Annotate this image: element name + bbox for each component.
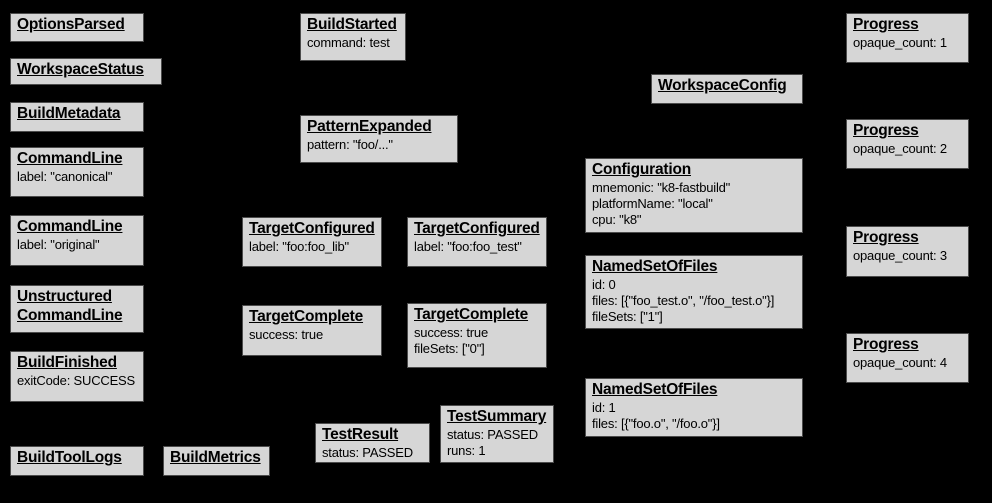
node-progress-4: Progress opaque_count: 4	[846, 333, 969, 383]
node-progress-2: Progress opaque_count: 2	[846, 119, 969, 169]
node-field: files: [{"foo.o", "/foo.o"}]	[592, 416, 720, 432]
node-title: BuildStarted	[307, 16, 397, 33]
node-title: TestSummary	[447, 408, 547, 425]
node-title: CommandLine	[17, 150, 123, 167]
node-command-line-original: CommandLine label: "original"	[10, 215, 144, 266]
node-title: Unstructured CommandLine	[17, 288, 123, 324]
node-title: OptionsParsed	[17, 16, 125, 33]
node-configuration: Configuration mnemonic: "k8-fastbuild" p…	[585, 158, 803, 233]
node-field: exitCode: SUCCESS	[17, 372, 135, 388]
node-title: TargetComplete	[249, 308, 364, 325]
node-title: TestResult	[322, 426, 399, 443]
node-title: TargetComplete	[414, 306, 529, 323]
node-build-metrics: BuildMetrics	[163, 446, 270, 476]
node-target-configured-foo-test: TargetConfigured label: "foo:foo_test"	[407, 217, 547, 267]
node-title: PatternExpanded	[307, 118, 432, 135]
node-field: opaque_count: 4	[853, 354, 947, 370]
node-workspace-config: WorkspaceConfig	[651, 74, 803, 104]
node-field: files: [{"foo_test.o", "/foo_test.o"}]	[592, 293, 775, 309]
node-target-complete-foo-test: TargetComplete success: true fileSets: […	[407, 303, 547, 368]
node-field: pattern: "foo/..."	[307, 136, 393, 152]
node-field: platformName: "local"	[592, 196, 713, 212]
node-title: BuildMetadata	[17, 105, 121, 122]
node-field: opaque_count: 2	[853, 140, 947, 156]
node-title: BuildMetrics	[170, 449, 261, 466]
node-title: Configuration	[592, 161, 691, 178]
node-command-line-canonical: CommandLine label: "canonical"	[10, 147, 144, 197]
node-field: label: "canonical"	[17, 168, 113, 184]
node-progress-1: Progress opaque_count: 1	[846, 13, 969, 63]
node-field: status: PASSED	[322, 444, 413, 460]
node-field: opaque_count: 3	[853, 247, 947, 263]
node-workspace-status: WorkspaceStatus	[10, 58, 162, 85]
node-title: Progress	[853, 229, 919, 246]
node-title: BuildToolLogs	[17, 449, 122, 466]
node-build-started: BuildStarted command: test	[300, 13, 406, 61]
node-build-finished: BuildFinished exitCode: SUCCESS	[10, 351, 144, 402]
node-target-complete-foo-lib: TargetComplete success: true	[242, 305, 382, 356]
node-field: opaque_count: 1	[853, 34, 947, 50]
node-field: id: 1	[592, 399, 616, 415]
node-target-configured-foo-lib: TargetConfigured label: "foo:foo_lib"	[242, 217, 382, 267]
node-build-tool-logs: BuildToolLogs	[10, 446, 144, 476]
node-field: success: true	[414, 324, 488, 340]
node-title: TargetConfigured	[414, 220, 540, 237]
node-build-metadata: BuildMetadata	[10, 102, 144, 132]
node-title: BuildFinished	[17, 354, 117, 371]
node-title: Progress	[853, 16, 919, 33]
node-field: success: true	[249, 326, 323, 342]
node-named-set-of-files-1: NamedSetOfFiles id: 1 files: [{"foo.o", …	[585, 378, 803, 437]
node-options-parsed: OptionsParsed	[10, 13, 144, 42]
node-field: status: PASSED	[447, 426, 538, 442]
node-title: CommandLine	[17, 218, 123, 235]
node-field: runs: 1	[447, 443, 486, 459]
node-unstructured-command-line: Unstructured CommandLine	[10, 285, 144, 333]
node-pattern-expanded: PatternExpanded pattern: "foo/..."	[300, 115, 458, 163]
node-test-summary: TestSummary status: PASSED runs: 1	[440, 405, 554, 463]
node-field: label: "foo:foo_lib"	[249, 238, 349, 254]
node-field: id: 0	[592, 276, 616, 292]
node-title: WorkspaceStatus	[17, 61, 144, 78]
node-progress-3: Progress opaque_count: 3	[846, 226, 969, 277]
node-field: fileSets: ["1"]	[592, 309, 663, 325]
node-title: NamedSetOfFiles	[592, 381, 718, 398]
node-field: label: "original"	[17, 236, 100, 252]
node-named-set-of-files-0: NamedSetOfFiles id: 0 files: [{"foo_test…	[585, 255, 803, 329]
node-title: NamedSetOfFiles	[592, 258, 718, 275]
node-field: fileSets: ["0"]	[414, 341, 485, 357]
node-title: WorkspaceConfig	[658, 77, 787, 94]
node-field: mnemonic: "k8-fastbuild"	[592, 179, 731, 195]
node-title: Progress	[853, 122, 919, 139]
node-test-result: TestResult status: PASSED	[315, 423, 430, 463]
node-field: label: "foo:foo_test"	[414, 238, 522, 254]
node-field: command: test	[307, 34, 390, 50]
node-field: cpu: "k8"	[592, 212, 642, 228]
node-title: Progress	[853, 336, 919, 353]
node-title: TargetConfigured	[249, 220, 375, 237]
